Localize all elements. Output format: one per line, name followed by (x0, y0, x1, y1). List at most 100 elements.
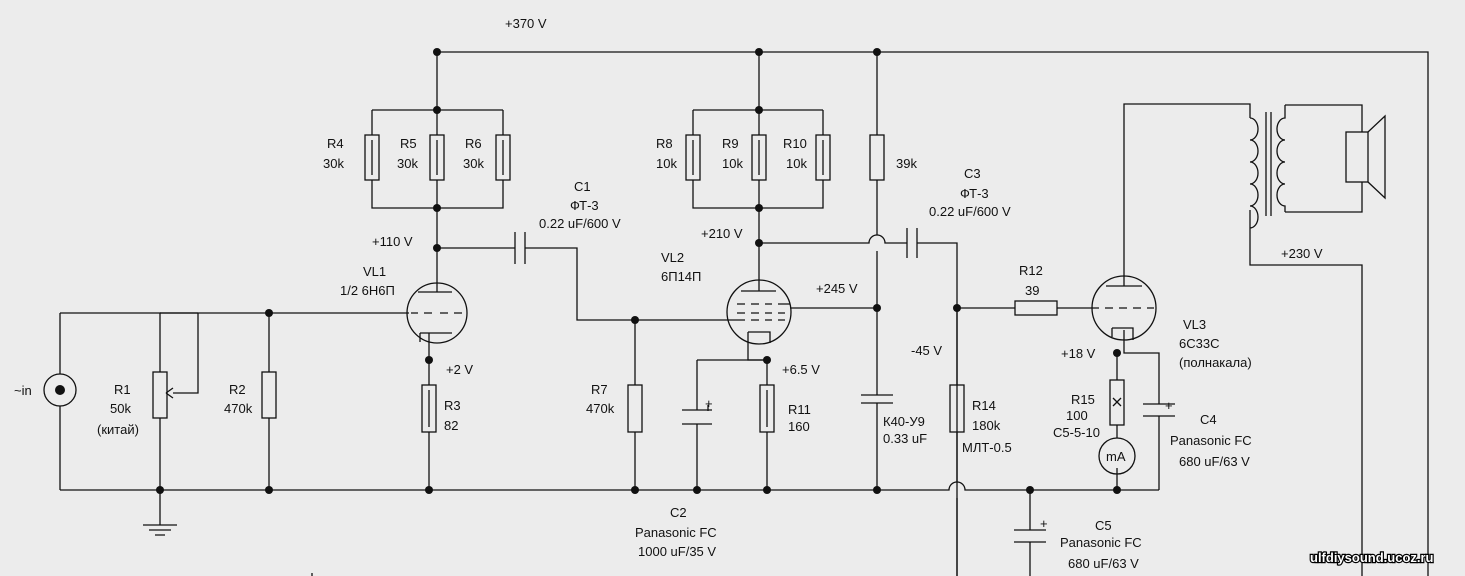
tube-vl2 (726, 279, 792, 345)
capacitor-c4 (1143, 403, 1175, 417)
label-bias: -45 V (911, 343, 942, 358)
label-c1-value: 0.22 uF/600 V (539, 216, 621, 231)
label-ck40-type: К40-У9 (883, 414, 925, 429)
capacitor-c3 (906, 228, 918, 258)
label-r1-name: R1 (114, 382, 131, 397)
watermark: ulfdiysound.ucoz.ru (1310, 550, 1434, 565)
junctions (156, 48, 1121, 494)
label-r15-name: R15 (1071, 392, 1095, 407)
label-vl2-anode: +210 V (701, 226, 743, 241)
label-c4-name: C4 (1200, 412, 1217, 427)
label-r14-type: МЛТ-0.5 (962, 440, 1012, 455)
label-r5-value: 30k (397, 156, 418, 171)
label-r2-value: 470k (224, 401, 253, 416)
ground-icon (143, 524, 177, 536)
loudspeaker-icon (1345, 114, 1386, 200)
label-vl1-name: VL1 (363, 264, 386, 279)
label-c3-name: C3 (964, 166, 981, 181)
resistor-r6 (495, 134, 511, 181)
output-transformer-icon (1249, 105, 1286, 229)
resistor-r3 (421, 384, 437, 433)
label-input: ~in (14, 383, 32, 398)
r1-wiper-arrow (165, 387, 174, 399)
capacitor-c1 (514, 232, 526, 264)
label-r5-name: R5 (400, 136, 417, 151)
resistor-r14 (949, 384, 965, 433)
labels: +370 V +110 V +2 V +210 V +245 V +6.5 V … (14, 16, 1435, 571)
label-vl1-cathode: +2 V (446, 362, 473, 377)
label-r7-name: R7 (591, 382, 608, 397)
label-r14-name: R14 (972, 398, 996, 413)
label-r15-type: С5-5-10 (1053, 425, 1100, 440)
label-r12-value: 39 (1025, 283, 1039, 298)
label-r2-name: R2 (229, 382, 246, 397)
resistor-r5 (429, 134, 445, 181)
resistor-r1 (152, 371, 168, 419)
resistor-r11 (759, 384, 775, 433)
label-vl2-name: VL2 (661, 250, 684, 265)
capacitor-ck40 (861, 394, 893, 404)
label-r3-value: 82 (444, 418, 458, 433)
label-r8-value: 10k (656, 156, 677, 171)
label-r3-name: R3 (444, 398, 461, 413)
resistor-r9 (751, 134, 767, 181)
label-r1-value: 50k (110, 401, 131, 416)
label-vl3-note: (полнакала) (1179, 355, 1252, 370)
label-vl2-cathode: +6.5 V (782, 362, 820, 377)
label-r4-name: R4 (327, 136, 344, 151)
tube-vl3 (1091, 275, 1157, 341)
label-b-plus: +370 V (505, 16, 547, 31)
label-vl3-type: 6С33С (1179, 336, 1219, 351)
resistor-39k (869, 134, 885, 181)
milliammeter-icon (1098, 437, 1136, 475)
capacitor-c5 (1014, 529, 1046, 543)
tube-vl1 (406, 278, 468, 344)
input-jack-icon (43, 373, 77, 407)
label-r10-value: 10k (786, 156, 807, 171)
label-vl2-type: 6П14П (661, 269, 701, 284)
label-r9-name: R9 (722, 136, 739, 151)
label-r39k-value: 39k (896, 156, 917, 171)
label-r11-value: 160 (788, 419, 810, 434)
label-r7-value: 470k (586, 401, 615, 416)
label-meter: mA (1106, 449, 1126, 464)
resistor-r12 (1014, 300, 1058, 316)
label-c1-name: C1 (574, 179, 591, 194)
label-c3-value: 0.22 uF/600 V (929, 204, 1011, 219)
label-c3-type: ФТ-3 (960, 186, 989, 201)
components (43, 105, 1386, 543)
c2-plus-mark: + (705, 396, 713, 411)
label-vl1-type: 1/2 6Н6П (340, 283, 395, 298)
resistor-r4 (364, 134, 380, 181)
capacitor-c2 (682, 409, 712, 425)
label-r1-note: (китай) (97, 422, 139, 437)
label-c5-type: Panasonic FC (1060, 535, 1142, 550)
label-vl2-screen: +245 V (816, 281, 858, 296)
resistor-r15 (1109, 379, 1125, 426)
label-r4-value: 30k (323, 156, 344, 171)
label-vl3-cathode: +18 V (1061, 346, 1096, 361)
resistor-r10 (815, 134, 831, 181)
label-c2-name: C2 (670, 505, 687, 520)
label-c4-type: Panasonic FC (1170, 433, 1252, 448)
c4-plus-mark: + (1165, 398, 1173, 413)
label-vl3-anode: +230 V (1281, 246, 1323, 261)
label-ck40-value: 0.33 uF (883, 431, 927, 446)
label-c5-value: 680 uF/63 V (1068, 556, 1139, 571)
c5-plus-mark: + (1040, 516, 1048, 531)
label-r10-name: R10 (783, 136, 807, 151)
label-c2-value: 1000 uF/35 V (638, 544, 716, 559)
label-r6-name: R6 (465, 136, 482, 151)
label-vl3-name: VL3 (1183, 317, 1206, 332)
label-r15-value: 100 (1066, 408, 1088, 423)
resistor-r8 (685, 134, 701, 181)
label-c4-value: 680 uF/63 V (1179, 454, 1250, 469)
resistor-r2 (261, 371, 277, 419)
label-r9-value: 10k (722, 156, 743, 171)
label-c2-type: Panasonic FC (635, 525, 717, 540)
label-r12-name: R12 (1019, 263, 1043, 278)
label-c1-type: ФТ-3 (570, 198, 599, 213)
resistor-r7 (627, 384, 643, 433)
